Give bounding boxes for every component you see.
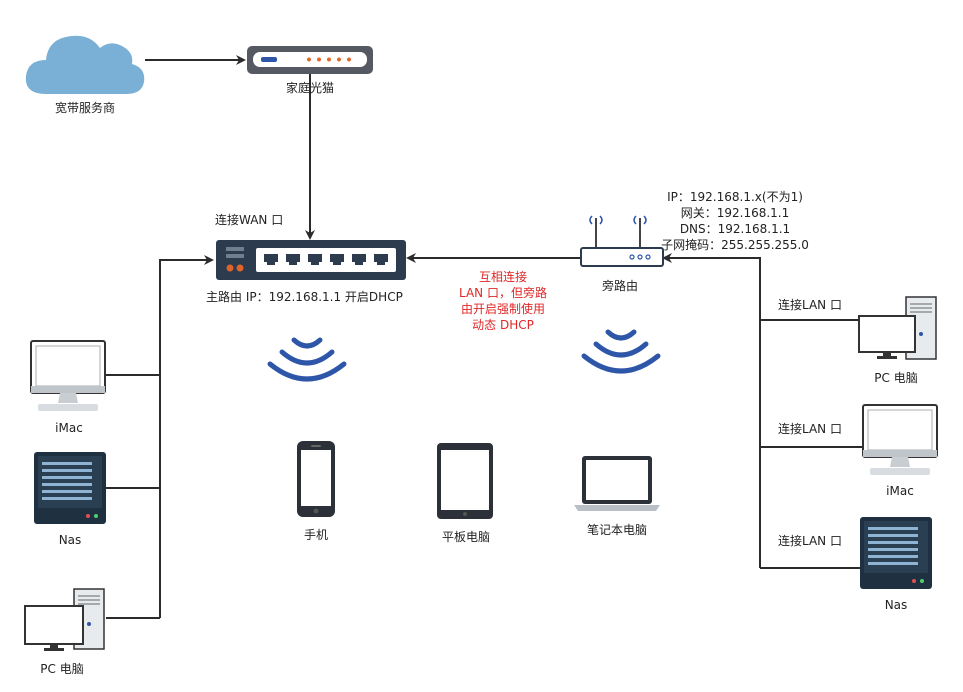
wifi-icon-side: [581, 329, 661, 374]
pc-icon: [24, 588, 105, 651]
modem-label: 家庭光猫: [285, 81, 335, 95]
laptop-label: 笔记本电脑: [586, 523, 648, 537]
left-nas-label: Nas: [58, 533, 82, 547]
nas-icon: [34, 452, 106, 524]
tablet-icon: [437, 443, 493, 519]
nas-icon: [860, 517, 932, 589]
interconnect-note-3: 由开启强制使用: [460, 302, 546, 316]
imac-icon: [862, 404, 938, 475]
side-router-ip: IP：192.168.1.x(不为1): [667, 190, 803, 204]
isp-label: 宽带服务商: [54, 101, 116, 115]
side-router-label: 旁路由: [601, 279, 639, 293]
lan-port-label-1: 连接LAN 口: [778, 298, 842, 312]
interconnect-note-2: LAN 口，但旁路: [459, 286, 547, 300]
lan-port-label-2: 连接LAN 口: [778, 422, 842, 436]
right-nas-label: Nas: [884, 598, 908, 612]
lan-port-label-3: 连接LAN 口: [778, 534, 842, 548]
interconnect-note-1: 互相连接: [478, 270, 528, 284]
pc-icon: [858, 296, 937, 360]
edge-right-bus: [662, 253, 761, 568]
side-router-netmask: 子网掩码：255.255.255.0: [661, 238, 809, 252]
interconnect-note-4: 动态 DHCP: [472, 318, 534, 332]
left-imac-label: iMac: [55, 421, 83, 435]
left-pc-label: PC 电脑: [40, 662, 84, 676]
wifi-icon-main: [267, 337, 347, 382]
right-imac-label: iMac: [886, 484, 914, 498]
right-pc-label: PC 电脑: [874, 371, 918, 385]
phone-icon: [297, 441, 335, 517]
edge-left-bus: [159, 255, 214, 618]
laptop-icon: [574, 456, 660, 511]
side-router-dns: DNS：192.168.1.1: [679, 222, 791, 236]
phone-label: 手机: [303, 528, 329, 542]
cloud-icon: [25, 35, 145, 94]
tablet-label: 平板电脑: [441, 530, 491, 544]
side-router-gateway: 网关：192.168.1.1: [680, 206, 790, 220]
router-icon: [580, 215, 664, 267]
switch-icon: [216, 240, 406, 280]
wan-port-label: 连接WAN 口: [215, 213, 284, 227]
main-router-label: 主路由 IP：192.168.1.1 开启DHCP: [206, 290, 403, 304]
imac-icon: [30, 340, 106, 411]
modem-icon: [247, 46, 373, 74]
